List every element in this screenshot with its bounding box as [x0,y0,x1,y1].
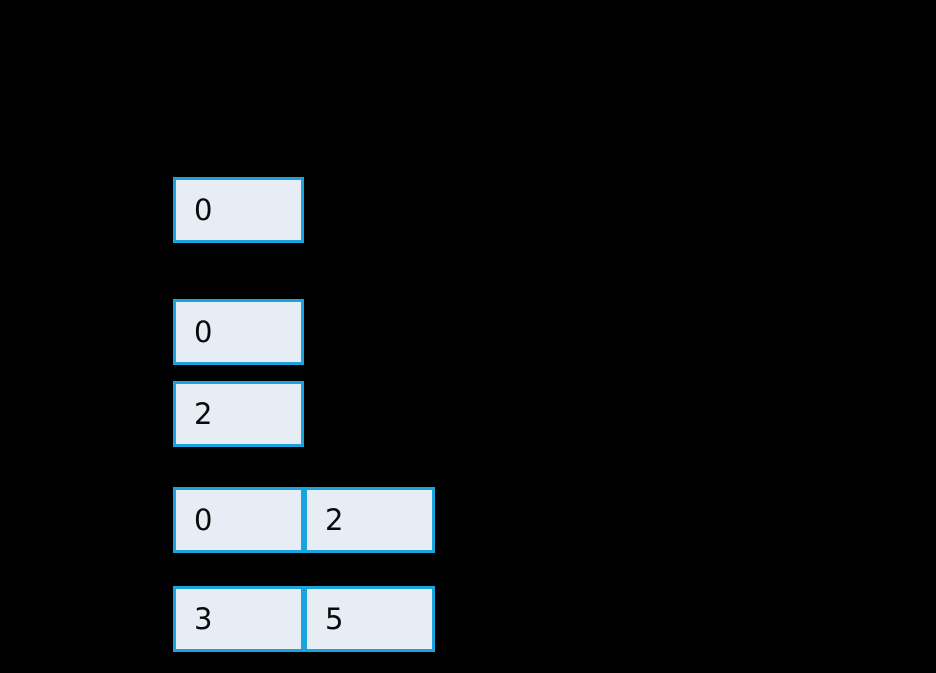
array-cell[interactable]: 5 [304,586,435,652]
array-cell[interactable]: 0 [173,487,304,553]
cell-group: 0 [173,177,304,243]
cell-row: 0 [173,177,304,243]
cell-row: 2 [173,381,304,447]
array-cell[interactable]: 0 [173,299,304,365]
array-cell[interactable]: 2 [173,381,304,447]
array-cell[interactable]: 3 [173,586,304,652]
array-cell[interactable]: 2 [304,487,435,553]
cell-row: 0 [173,299,304,365]
array-cell[interactable]: 0 [173,177,304,243]
